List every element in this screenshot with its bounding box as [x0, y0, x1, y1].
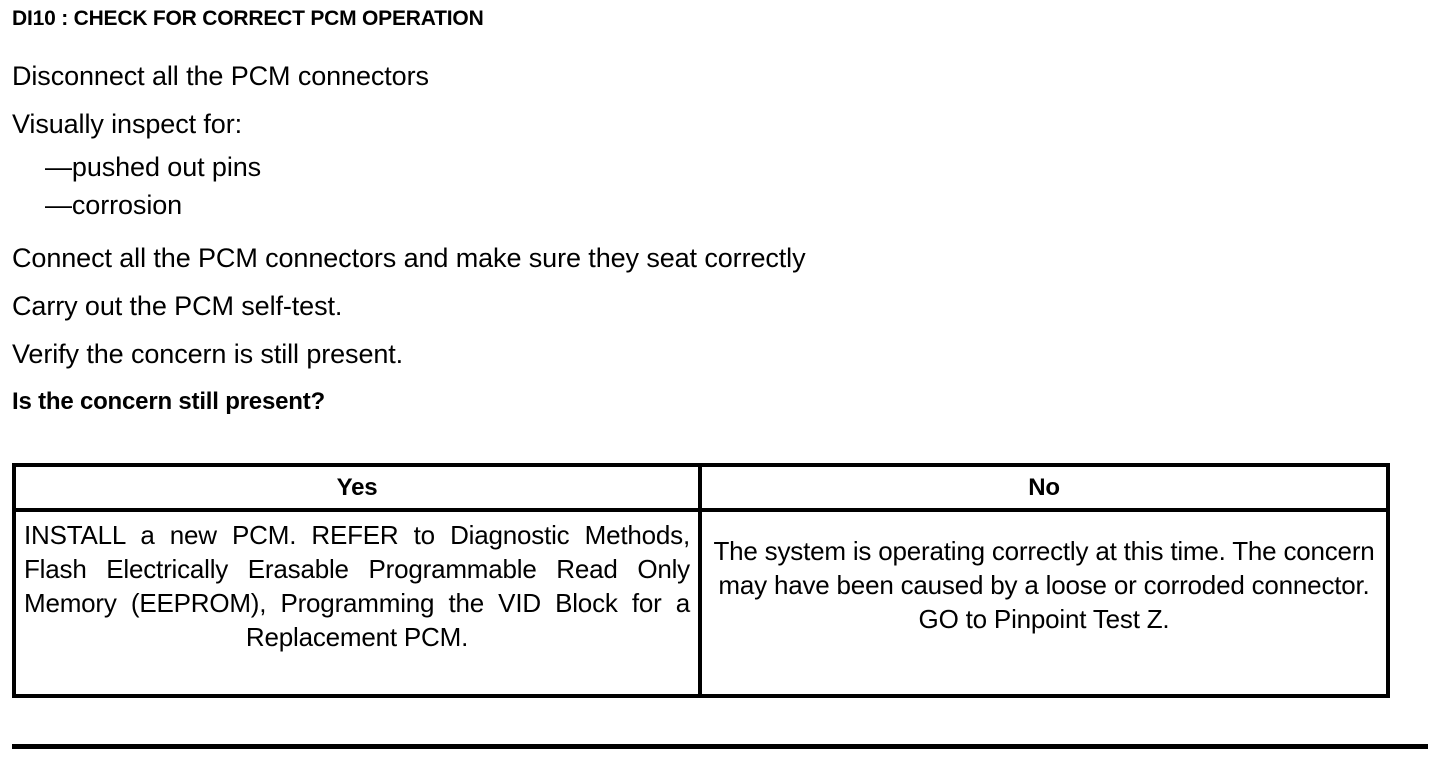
instruction-line-disconnect: Disconnect all the PCM connectors	[12, 61, 429, 91]
yes-action-text: INSTALL a new PCM. REFER to Diagnostic M…	[24, 520, 690, 652]
instruction-bullet-pushed-out-pins: —pushed out pins	[45, 152, 262, 182]
table-header-yes: Yes	[12, 463, 702, 512]
instruction-line-connect: Connect all the PCM connectors and make …	[12, 243, 806, 273]
table-cell-no-action: The system is operating correctly at thi…	[698, 508, 1390, 698]
instruction-line-self-test: Carry out the PCM self-test.	[12, 291, 343, 321]
instruction-spacer	[12, 224, 1412, 234]
instruction-line-visually-inspect: Visually inspect for:	[12, 109, 243, 139]
instruction-line-verify: Verify the concern is still present.	[12, 339, 404, 369]
instruction-list: Disconnect all the PCM connectors Visual…	[12, 52, 1412, 426]
page-title: DI10 : CHECK FOR CORRECT PCM OPERATION	[12, 7, 484, 30]
table-row: INSTALL a new PCM. REFER to Diagnostic M…	[12, 508, 1390, 698]
table-cell-yes-action: INSTALL a new PCM. REFER to Diagnostic M…	[12, 508, 702, 698]
table-header-no: No	[698, 463, 1390, 512]
decision-table: Yes No INSTALL a new PCM. REFER to Diagn…	[12, 463, 1390, 698]
table-header-row: Yes No	[12, 463, 1390, 512]
no-action-text: The system is operating correctly at thi…	[713, 536, 1375, 634]
footer-rule	[12, 744, 1428, 749]
instruction-question: Is the concern still present?	[12, 388, 325, 415]
instruction-bullet-corrosion: —corrosion	[45, 190, 183, 220]
